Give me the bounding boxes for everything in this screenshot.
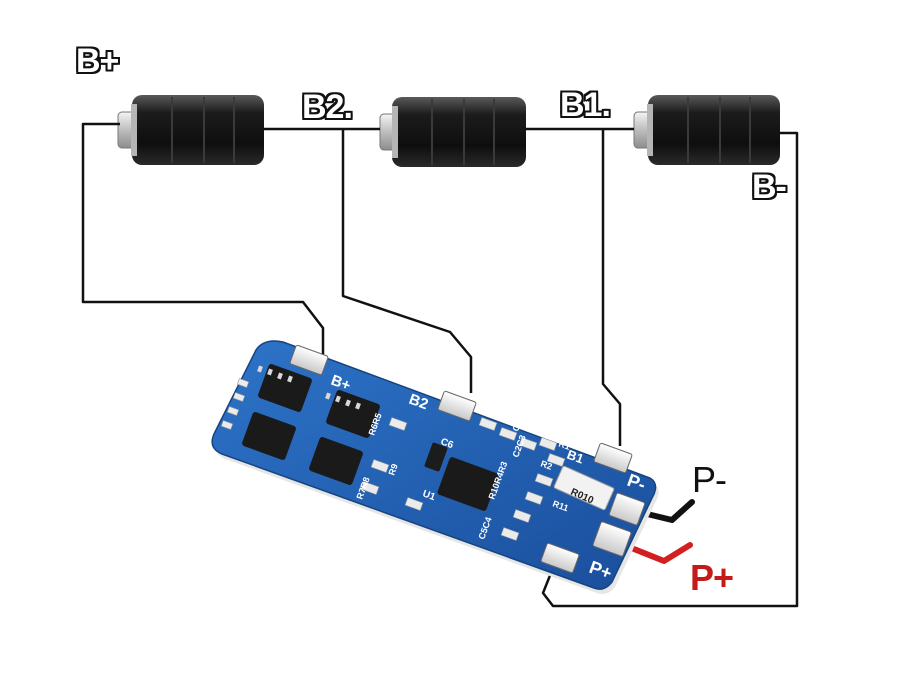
silk-c1: C1 <box>510 418 523 432</box>
silk-p-minus: P- <box>625 470 649 495</box>
label-b1: B1. <box>560 86 611 124</box>
battery-cell-bottom <box>633 95 780 165</box>
label-b-minus: B- <box>752 168 787 206</box>
wire-b-minus <box>541 131 799 608</box>
silk-u1: U1 <box>421 488 437 503</box>
mosfet <box>242 364 380 485</box>
pad-b1 <box>593 442 633 474</box>
control-ic <box>437 457 499 511</box>
battery-cell-top <box>117 95 264 165</box>
wire-b1-tap <box>601 129 622 446</box>
wiring <box>81 122 799 608</box>
label-p-minus: P- <box>692 459 727 500</box>
wire-b2-tap <box>341 129 473 393</box>
silk-r2: R2 <box>539 458 553 471</box>
silk-b-plus: B+ <box>329 372 353 395</box>
silk-c6: C6 <box>439 436 455 451</box>
silk-r9: R9 <box>386 462 399 476</box>
silk-r1: R1 <box>557 438 571 451</box>
bms-board: B+ B2 B1 P- P+ C6 U1 R11 R10R4R3 C5C4 R6… <box>211 340 659 595</box>
pad-b-plus <box>289 344 329 376</box>
wire-p-minus <box>640 499 695 523</box>
wire-b-plus <box>81 122 325 355</box>
pad-p-plus <box>540 542 580 574</box>
label-b2: B2. <box>302 88 353 126</box>
silk-b1: B1 <box>565 447 586 467</box>
battery-cell-middle <box>379 97 526 167</box>
shunt-resistor <box>553 465 615 511</box>
wire-p-plus <box>631 542 693 564</box>
label-p-plus: P+ <box>690 557 734 598</box>
pad-b2 <box>437 390 477 422</box>
pad-p-minus <box>608 492 646 526</box>
label-b-plus: B+ <box>76 42 119 80</box>
silk-b2: B2 <box>407 391 431 414</box>
